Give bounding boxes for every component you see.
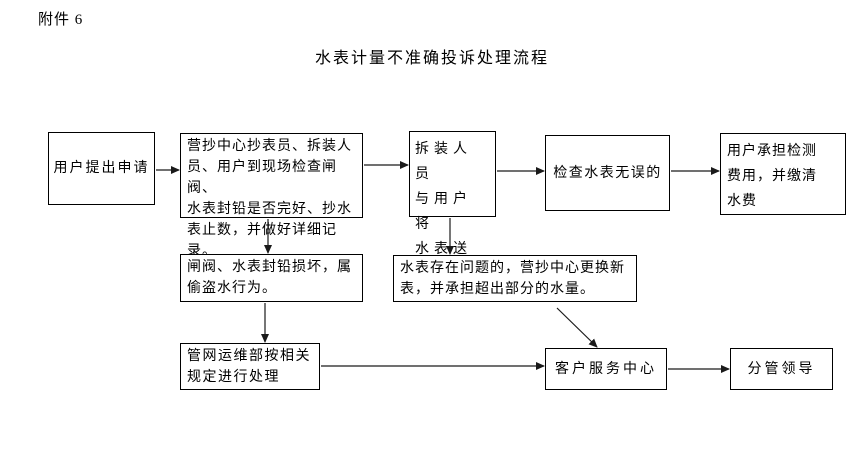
flow-box-pipe-network-dept: 管网运维部按相关 规定进行处理 <box>180 343 320 390</box>
flow-box-site-inspection: 营抄中心抄表员、拆装人 员、用户到现场检查闸阀、 水表封铅是否完好、抄水 表止数… <box>180 133 363 259</box>
flow-box-leader-in-charge: 分管领导 <box>730 348 833 390</box>
flow-box-user-pays-fee: 用户承担检测 费用，并缴清 水费 <box>720 133 846 215</box>
flow-box-seal-damaged-theft: 闸阀、水表封铅损坏，属 偷盗水行为。 <box>180 254 363 302</box>
flow-box-meter-faulty-replace: 水表存在问题的，营抄中心更换新 表，并承担超出部分的水量。 <box>393 255 637 302</box>
flow-box-user-apply: 用户提出申请 <box>48 132 155 205</box>
flow-box-meter-ok: 检查水表无误的 <box>545 135 670 211</box>
flow-box-customer-service: 客户服务中心 <box>545 348 667 390</box>
arrow-faulty-to-service <box>556 307 598 348</box>
attachment-label: 附件 6 <box>38 12 84 28</box>
page-title: 水表计量不准确投诉处理流程 <box>314 50 549 67</box>
